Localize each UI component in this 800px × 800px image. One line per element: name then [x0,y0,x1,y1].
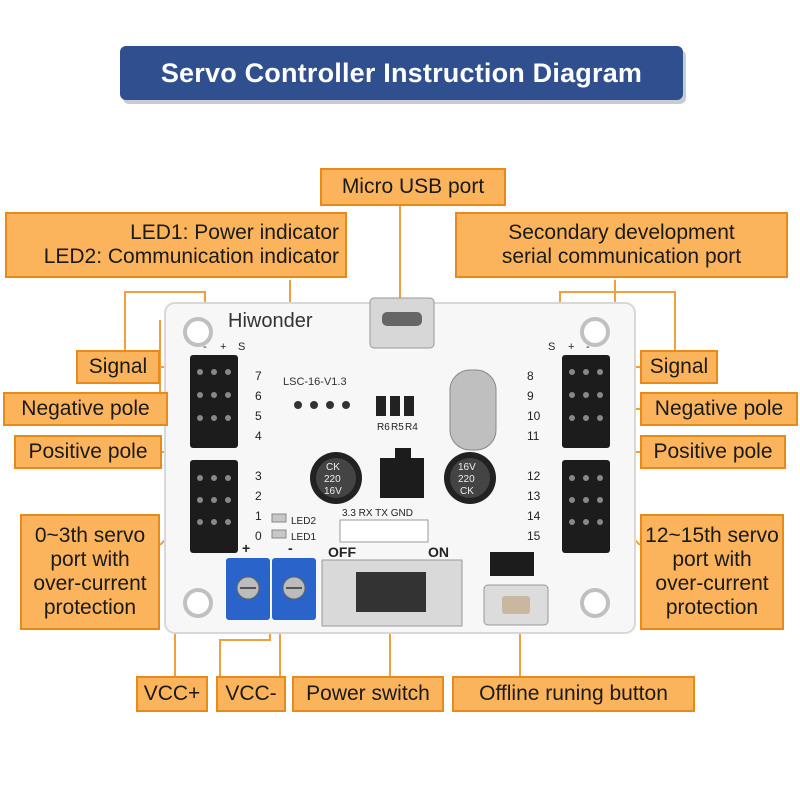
left-mark-minus: - [203,341,207,353]
resistor-label: R4 [405,422,418,433]
svg-text:CK: CK [460,486,474,497]
label-serial-port: Secondary development serial communicati… [455,212,788,278]
left-num: 1 [255,509,262,523]
diagram-title: Servo Controller Instruction Diagram [120,46,683,100]
left-num: 7 [255,369,262,383]
switch-off-label: OFF [328,544,356,560]
capacitor-right: 16V 220 CK [444,452,496,504]
svg-text:220: 220 [458,474,475,485]
label-vcc-plus: VCC+ [136,676,208,712]
capacitor-left: CK 220 16V [310,452,362,504]
right-num: 13 [527,489,541,503]
right-header-bottom [562,460,610,553]
resistor-label: R5 [391,422,404,433]
right-num: 9 [527,389,534,403]
small-chip [490,552,534,576]
resistor-label: R6 [377,422,390,433]
label-leds: LED1: Power indicator LED2: Communicatio… [5,212,347,278]
svg-text:CK: CK [326,462,340,473]
left-mark-s: S [238,341,245,353]
crystal [449,369,497,451]
left-header-bottom [190,460,238,553]
label-positive-right: Positive pole [640,435,786,469]
serial-header [339,519,429,543]
label-signal-right: Signal [640,350,718,384]
left-num: 4 [255,429,262,443]
label-micro-usb: Micro USB port [320,168,506,206]
board-model: LSC-16-V1.3 [283,376,347,388]
label-power-switch: Power switch [292,676,444,712]
terminal-minus-mark: - [288,540,293,556]
right-header-top [562,355,610,448]
right-mark-s: S [548,341,555,353]
right-num: 14 [527,509,541,523]
label-servo-0-3: 0~3th servo port with over-current prote… [20,514,160,630]
label-negative-left: Negative pole [3,392,168,426]
right-num: 11 [527,429,540,443]
label-offline-button: Offline runing button [452,676,695,712]
mounting-holes [183,317,610,618]
label-negative-right: Negative pole [640,392,798,426]
label-positive-left: Positive pole [14,435,162,469]
voltage-regulator [380,458,424,498]
svg-text:220: 220 [324,474,341,485]
right-num: 15 [527,529,541,543]
left-num: 0 [255,529,262,543]
svg-text:16V: 16V [458,462,476,473]
right-num: 8 [527,369,534,383]
svg-text:16V: 16V [324,486,342,497]
left-num: 6 [255,389,262,403]
right-num: 10 [527,409,541,423]
resistors: R6 R5 R4 [376,396,418,433]
label-servo-12-15: 12~15th servo port with over-current pro… [640,514,784,630]
led2-label: LED2 [291,516,316,527]
left-num: 3 [255,469,262,483]
serial-header-label: 3.3 RX TX GND [342,508,413,519]
label-signal-left: Signal [76,350,160,384]
led1-label: LED1 [291,532,316,543]
board-brand: Hiwonder [228,310,313,332]
left-header-top [190,355,238,448]
right-num: 12 [527,469,541,483]
left-mark-plus: + [220,341,226,353]
switch-on-label: ON [428,544,449,560]
left-num: 5 [255,409,262,423]
left-num: 2 [255,489,262,503]
right-mark-minus: - [586,341,590,353]
terminal-plus-mark: + [242,540,250,556]
label-vcc-minus: VCC- [216,676,286,712]
right-mark-plus: + [568,341,574,353]
